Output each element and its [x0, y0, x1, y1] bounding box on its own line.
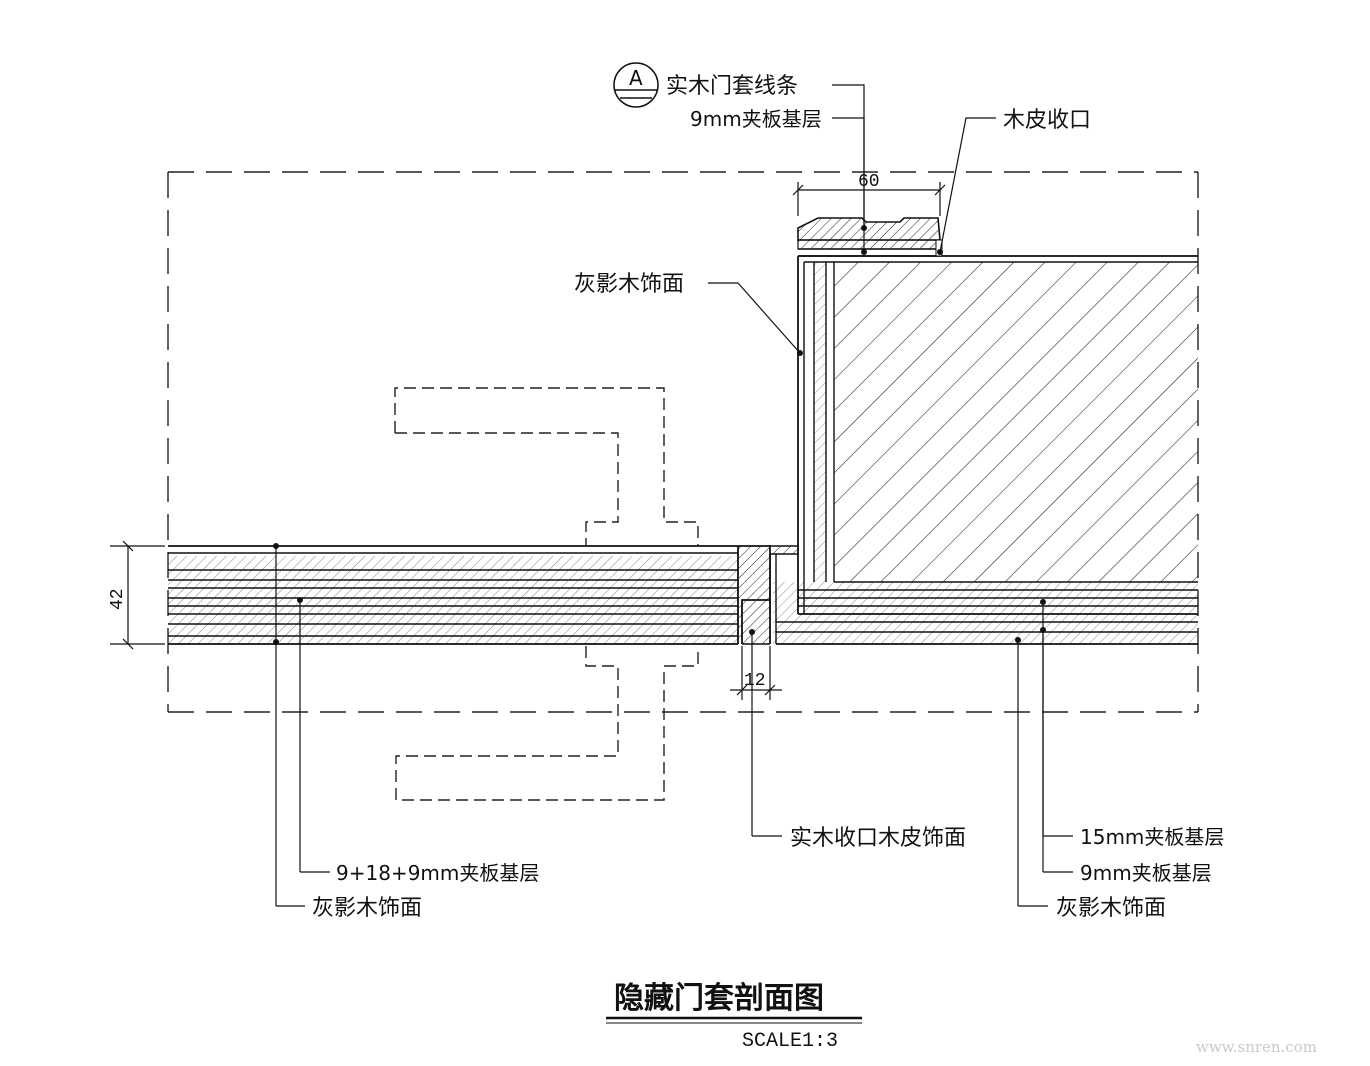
leader-9mm-right: 9mm夹板基层	[1040, 627, 1212, 885]
leader-9mm-top: 9mm夹板基层	[690, 107, 867, 255]
label-9mm-top: 9mm夹板基层	[690, 107, 822, 131]
label-grey-shadow-right: 灰影木饰面	[1056, 896, 1166, 921]
solid-wood-edge-strip	[738, 545, 798, 645]
section-marker-letter: A	[629, 66, 643, 90]
label-ply-combo-left: 9+18+9mm夹板基层	[336, 861, 539, 885]
leader-grey-shadow-left: 灰影木饰面	[273, 543, 422, 921]
title-block: 隐藏门套剖面图 SCALE1:3	[606, 981, 862, 1053]
door-panel-hatch	[168, 556, 738, 644]
hinge-dashed-bottom	[395, 646, 699, 801]
label-solid-wood-edge-veneer: 实木收口木皮饰面	[790, 826, 966, 851]
label-grey-shadow-left: 灰影木饰面	[312, 896, 422, 921]
drawing-scale: SCALE1:3	[742, 1030, 838, 1053]
label-grey-shadow-top: 灰影木饰面	[574, 272, 684, 297]
leader-veneer-edge: 木皮收口	[937, 108, 1091, 255]
leader-ply-combo-left: 9+18+9mm夹板基层	[297, 597, 539, 885]
dimension-60-text: 60	[858, 172, 880, 192]
jamb-vertical-layers	[797, 256, 835, 614]
dimension-gap: 12	[730, 646, 782, 700]
jamb-core	[798, 255, 1198, 583]
label-9mm-right: 9mm夹板基层	[1080, 861, 1212, 885]
leader-solid-wood-trim: 实木门套线条	[666, 74, 867, 231]
watermark: www.snren.com	[1196, 1038, 1317, 1056]
door-panel-left	[168, 545, 739, 645]
dimension-door-thickness: 42	[108, 540, 165, 650]
leader-grey-shadow-top: 灰影木饰面	[574, 272, 803, 356]
right-base-layers	[773, 582, 1198, 645]
dimension-trim-width: 60	[792, 172, 946, 216]
dimension-12-text: 12	[744, 671, 766, 691]
leader-grey-shadow-right: 灰影木饰面	[1015, 637, 1166, 921]
drawing-title: 隐藏门套剖面图	[614, 981, 824, 1016]
label-veneer-edge: 木皮收口	[1003, 108, 1091, 133]
label-15mm: 15mm夹板基层	[1080, 825, 1224, 849]
top-trim	[797, 217, 943, 257]
dimension-42-text: 42	[108, 588, 128, 610]
label-solid-wood-trim: 实木门套线条	[666, 74, 798, 99]
leader-solid-wood-edge-veneer: 实木收口木皮饰面	[749, 629, 966, 851]
section-marker: A	[613, 62, 659, 108]
hinge-dashed-top	[394, 387, 699, 546]
